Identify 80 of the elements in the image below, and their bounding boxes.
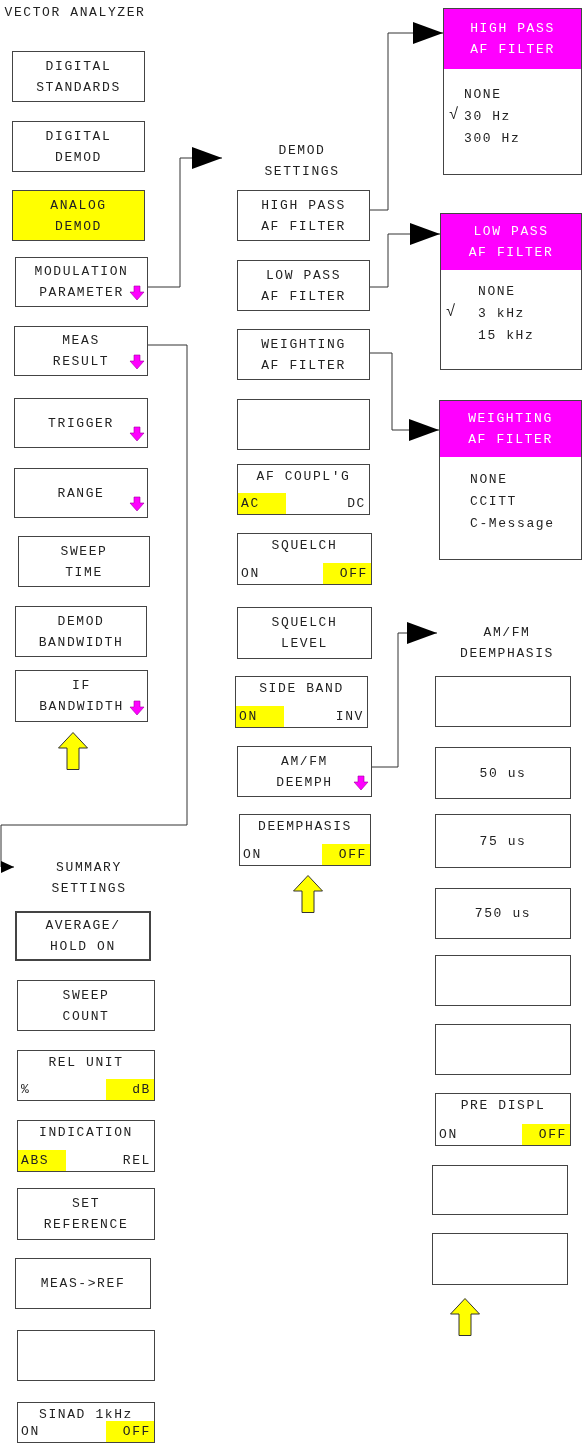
blank-softkey — [432, 1165, 568, 1215]
selected-option: OFF — [323, 563, 371, 584]
blank-softkey — [435, 1024, 571, 1075]
option-label: % — [20, 1081, 32, 1099]
softkey-button: SQUELCH ON OFF — [237, 533, 372, 585]
selected-option: ABS — [18, 1150, 66, 1171]
option-label: INV — [334, 708, 365, 726]
popup-menu — [440, 213, 582, 370]
softkey-button: 750 us — [435, 888, 571, 939]
blank-softkey — [435, 676, 571, 727]
menu-header: WEIGHTING AF FILTER — [440, 401, 581, 457]
softkey-button: SET REFERENCE — [17, 1188, 155, 1240]
selected-option: dB — [106, 1079, 154, 1100]
selected-option: OFF — [106, 1421, 154, 1442]
softkey-button: SIDE BAND ON INV — [235, 676, 368, 728]
selected-option: ON — [236, 706, 284, 727]
menu-option: NONE — [478, 283, 516, 301]
menu-option: 300 Hz — [464, 130, 521, 148]
option-label: ON — [438, 1126, 459, 1144]
softkey-button: SQUELCH LEVEL — [237, 607, 372, 659]
menu-option: 3 kHz — [478, 305, 525, 323]
softkey-button: AF COUPL'G AC DC — [237, 464, 370, 515]
blank-softkey — [17, 1330, 155, 1381]
check-mark: √ — [449, 106, 461, 124]
blank-softkey — [237, 399, 370, 450]
menu-option: 30 Hz — [464, 108, 511, 126]
menu-option: 15 kHz — [478, 327, 535, 345]
option-label: ON — [20, 1423, 41, 1441]
blank-softkey — [432, 1233, 568, 1285]
connector-arrow — [369, 223, 441, 288]
softkey-button: INDICATION ABS REL — [17, 1120, 155, 1172]
menu-option: C-Message — [470, 515, 555, 533]
check-mark: √ — [446, 303, 458, 321]
menu-option: NONE — [464, 86, 502, 104]
softkey-button: ANALOG DEMOD — [12, 190, 145, 241]
softkey-button: MEAS RESULT — [14, 326, 148, 376]
softkey-button: HIGH PASS AF FILTER — [237, 190, 370, 241]
softkey-button: DIGITAL DEMOD — [12, 121, 145, 172]
softkey-button: SWEEP TIME — [18, 536, 150, 587]
softkey-button: AM/FM DEEMPH — [237, 746, 372, 797]
softkey-button: RANGE — [14, 468, 148, 518]
menu-header: LOW PASS AF FILTER — [441, 214, 581, 270]
menu-option: NONE — [470, 471, 508, 489]
softkey-button: MEAS->REF — [15, 1258, 151, 1309]
softkey-button: SINAD 1kHz ON OFF — [17, 1402, 155, 1443]
softkey-button: SWEEP COUNT — [17, 980, 155, 1031]
connector-arrow — [147, 147, 223, 288]
popup-menu — [443, 8, 582, 175]
menu-header: HIGH PASS AF FILTER — [444, 9, 581, 69]
softkey-button: REL UNIT % dB — [17, 1050, 155, 1101]
softkey-button: TRIGGER — [14, 398, 148, 448]
connector-arrow — [369, 352, 440, 441]
menu-heading: AM/FM DEEMPHASIS — [437, 622, 577, 672]
option-label: DC — [346, 495, 367, 513]
softkey-button: DEEMPHASIS ON OFF — [239, 814, 371, 866]
blank-softkey — [435, 955, 571, 1006]
selected-option: OFF — [522, 1124, 570, 1145]
softkey-button: PRE DISPL ON OFF — [435, 1093, 571, 1146]
softkey-button: 75 us — [435, 814, 571, 868]
option-label: REL — [121, 1152, 152, 1170]
softkey-button: MODULATION PARAMETER — [15, 257, 148, 307]
popup-menu — [439, 400, 582, 560]
softkey-button: AVERAGE/ HOLD ON — [15, 911, 151, 961]
softkey-button: IF BANDWIDTH — [15, 670, 148, 722]
softkey-button: DIGITAL STANDARDS — [12, 51, 145, 102]
softkey-button: 50 us — [435, 747, 571, 799]
option-label: ON — [240, 565, 261, 583]
softkey-button: LOW PASS AF FILTER — [237, 260, 370, 311]
selected-option: AC — [238, 493, 286, 514]
selected-option: OFF — [322, 844, 370, 865]
connector-arrow — [369, 22, 444, 211]
connector-arrow — [0, 344, 188, 873]
softkey-button: WEIGHTING AF FILTER — [237, 329, 370, 380]
softkey-button: DEMOD BANDWIDTH — [15, 606, 147, 657]
menu-option: CCITT — [470, 493, 517, 511]
connector-arrow — [371, 622, 438, 768]
menu-heading: SUMMARY SETTINGS — [14, 857, 164, 905]
option-label: ON — [242, 846, 263, 864]
menu-heading: DEMOD SETTINGS — [222, 140, 382, 190]
menu-title: VECTOR ANALYZER — [3, 4, 147, 22]
